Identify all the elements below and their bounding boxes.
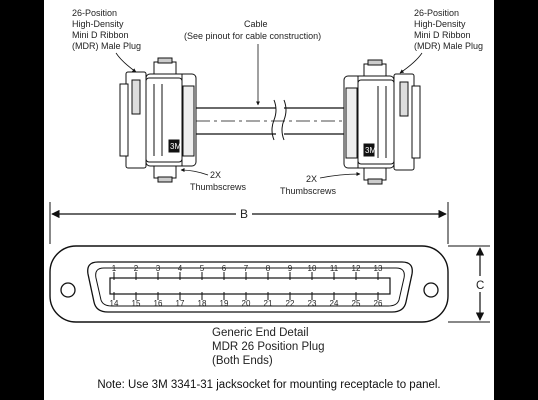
bottom-pin-number: 22 — [286, 299, 295, 308]
left-screws-label-2: Thumbscrews — [190, 182, 247, 192]
left-plug: 3M — [119, 57, 197, 183]
top-pin-number: 11 — [330, 264, 339, 273]
right-plug-label-2: High-Density — [414, 19, 466, 29]
top-pin-number: 1 — [112, 264, 117, 273]
top-pin-number: 3 — [156, 264, 161, 273]
detail-caption-2: MDR 26 Position Plug — [212, 341, 325, 353]
top-pin-number: 4 — [178, 264, 183, 273]
right-plug-mark: 3M — [365, 146, 376, 155]
bottom-pin-number: 15 — [132, 299, 141, 308]
right-plug-label-4: (MDR) Male Plug — [414, 41, 483, 51]
bottom-pin-number: 18 — [198, 299, 207, 308]
top-pin-number: 8 — [266, 264, 271, 273]
cable-diagram: 26-Position High-Density Mini D Ribbon (… — [49, 8, 490, 367]
top-pin-number: 6 — [222, 264, 227, 273]
connector-face — [49, 245, 449, 323]
right-plug-leader — [399, 52, 423, 74]
bottom-pin-number: 26 — [374, 299, 383, 308]
right-plug-label-1: 26-Position — [414, 8, 459, 18]
mounting-note: Note: Use 3M 3341-31 jacksocket for moun… — [97, 379, 441, 391]
top-pin-number: 7 — [244, 264, 249, 273]
drawing-frame: 26-Position High-Density Mini D Ribbon (… — [44, 0, 494, 400]
right-screws-label-2: Thumbscrews — [280, 186, 337, 196]
cable-label-2: (See pinout for cable construction) — [184, 31, 321, 41]
left-plug-label-3: Mini D Ribbon — [72, 30, 129, 40]
top-pin-number: 5 — [200, 264, 205, 273]
bottom-pin-number: 25 — [352, 299, 361, 308]
bottom-pin-number: 23 — [308, 299, 317, 308]
top-pin-number: 2 — [134, 264, 139, 273]
bottom-pin-number: 21 — [264, 299, 273, 308]
detail-caption-1: Generic End Detail — [212, 327, 309, 339]
bottom-pin-number: 14 — [110, 299, 119, 308]
cable — [196, 99, 344, 141]
detail-caption-3: (Both Ends) — [212, 355, 273, 367]
top-pin-number: 12 — [352, 264, 361, 273]
right-plug: 3M — [343, 59, 421, 185]
left-plug-label-4: (MDR) Male Plug — [72, 41, 141, 51]
right-plug-label-3: Mini D Ribbon — [414, 30, 471, 40]
bottom-pin-number: 16 — [154, 299, 163, 308]
right-mounting-hole — [423, 282, 439, 298]
dim-b-label: B — [240, 207, 248, 221]
bottom-pin-number: 20 — [242, 299, 251, 308]
left-plug-label-1: 26-Position — [72, 8, 117, 18]
left-plug-leader — [115, 52, 137, 73]
left-screws-leader — [180, 168, 209, 176]
left-mounting-hole — [60, 282, 76, 298]
bottom-pin-number: 17 — [176, 299, 185, 308]
left-plug-mark: 3M — [170, 142, 181, 151]
right-screws-label-1: 2X — [306, 174, 317, 184]
top-pin-number: 13 — [374, 264, 383, 273]
right-screws-leader — [319, 172, 361, 179]
cable-label-1: Cable — [244, 19, 268, 29]
left-screws-label-1: 2X — [210, 170, 221, 180]
top-pin-number: 9 — [288, 264, 293, 273]
top-pin-number: 10 — [308, 264, 317, 273]
dim-c-label: C — [476, 280, 484, 292]
bottom-pin-number: 24 — [330, 299, 339, 308]
bottom-pin-number: 19 — [220, 299, 229, 308]
left-plug-label-2: High-Density — [72, 19, 124, 29]
